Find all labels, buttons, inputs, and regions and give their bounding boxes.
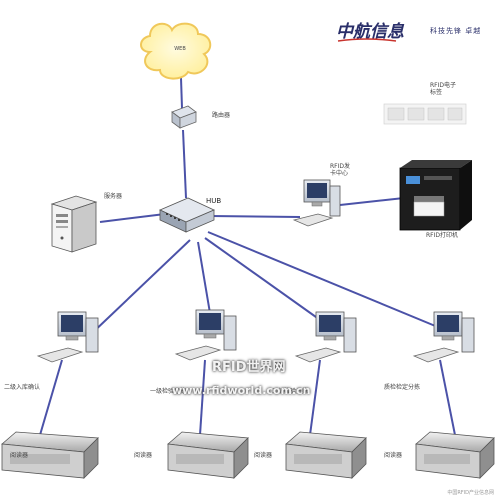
printer-icon [399,160,472,231]
computer-icon [36,311,99,363]
link-pc4-reader4 [439,359,456,436]
router-icon [171,105,197,129]
brand-logo: 中航信息 [336,22,405,42]
computer-icon [294,311,357,363]
link-router-hub [182,129,187,199]
link-hub-server [99,213,166,223]
hub-icon [159,197,215,233]
link-center-printer [339,197,405,206]
computer-icon [412,311,475,363]
link-pc3-reader3 [309,359,321,436]
server-icon [50,195,98,253]
link-cloud-router [180,77,183,109]
reader1-label: 阅读器 [10,452,29,459]
link-hub-pc4 [207,231,446,331]
link-hub-pc3 [204,237,331,328]
rfid-tag-label: RFID电子 标签 [430,82,457,97]
server-label: 服务器 [104,193,123,200]
reader3-label: 阅读器 [254,452,273,459]
reader-icon [167,431,249,479]
router-label: 路由器 [212,112,231,119]
rfid-center-label: RFID发 卡中心 [330,163,351,178]
reader-icon [1,431,99,479]
link-hub-rfid-center [209,215,301,218]
cloud-label: WEB [174,46,186,52]
reader-icon [415,431,495,479]
brand-slogan: 科技先锋 卓越 [430,27,482,35]
pc4-label: 质检检定分拣 [384,384,421,391]
cloud-icon: WEB [140,22,212,80]
rfid-tag-icon [383,103,467,125]
pc3-label: 二级检验分拣 [272,388,309,395]
watermark-url: www.rfidworld.com.cn [172,384,311,397]
reader-icon [285,431,367,479]
reader4-label: 阅读器 [384,452,403,459]
link-hub-pc1 [87,239,191,338]
computer-icon [174,309,237,361]
pc2-label: 一级检验分拣 [150,388,187,395]
computer-icon [292,179,341,227]
watermark-title: RFID世界网 [212,360,286,375]
link-pc1-reader1 [39,359,63,436]
svg-text:中航信息: 中航信息 [336,22,405,42]
rfid-printer-label: RFID打印机 [426,232,459,239]
corner-mark: 中国RFID产业信息网 [447,490,494,496]
connection-lines [39,77,456,436]
link-pc2-reader2 [199,359,206,436]
pc1-label: 二级入库确认 [4,384,41,391]
reader2-label: 阅读器 [134,452,153,459]
hub-label: HUB [206,197,222,205]
